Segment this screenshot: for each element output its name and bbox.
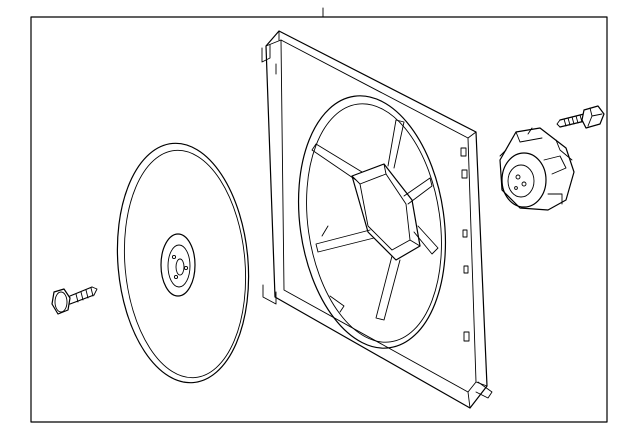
fan-shroud-icon	[261, 30, 493, 409]
fan-blade-icon	[116, 142, 250, 384]
diagram-frame	[30, 16, 608, 423]
fan-motor-icon	[499, 127, 575, 211]
shroud-bolt-icon	[556, 105, 605, 129]
mounting-screw-icon	[51, 286, 98, 315]
